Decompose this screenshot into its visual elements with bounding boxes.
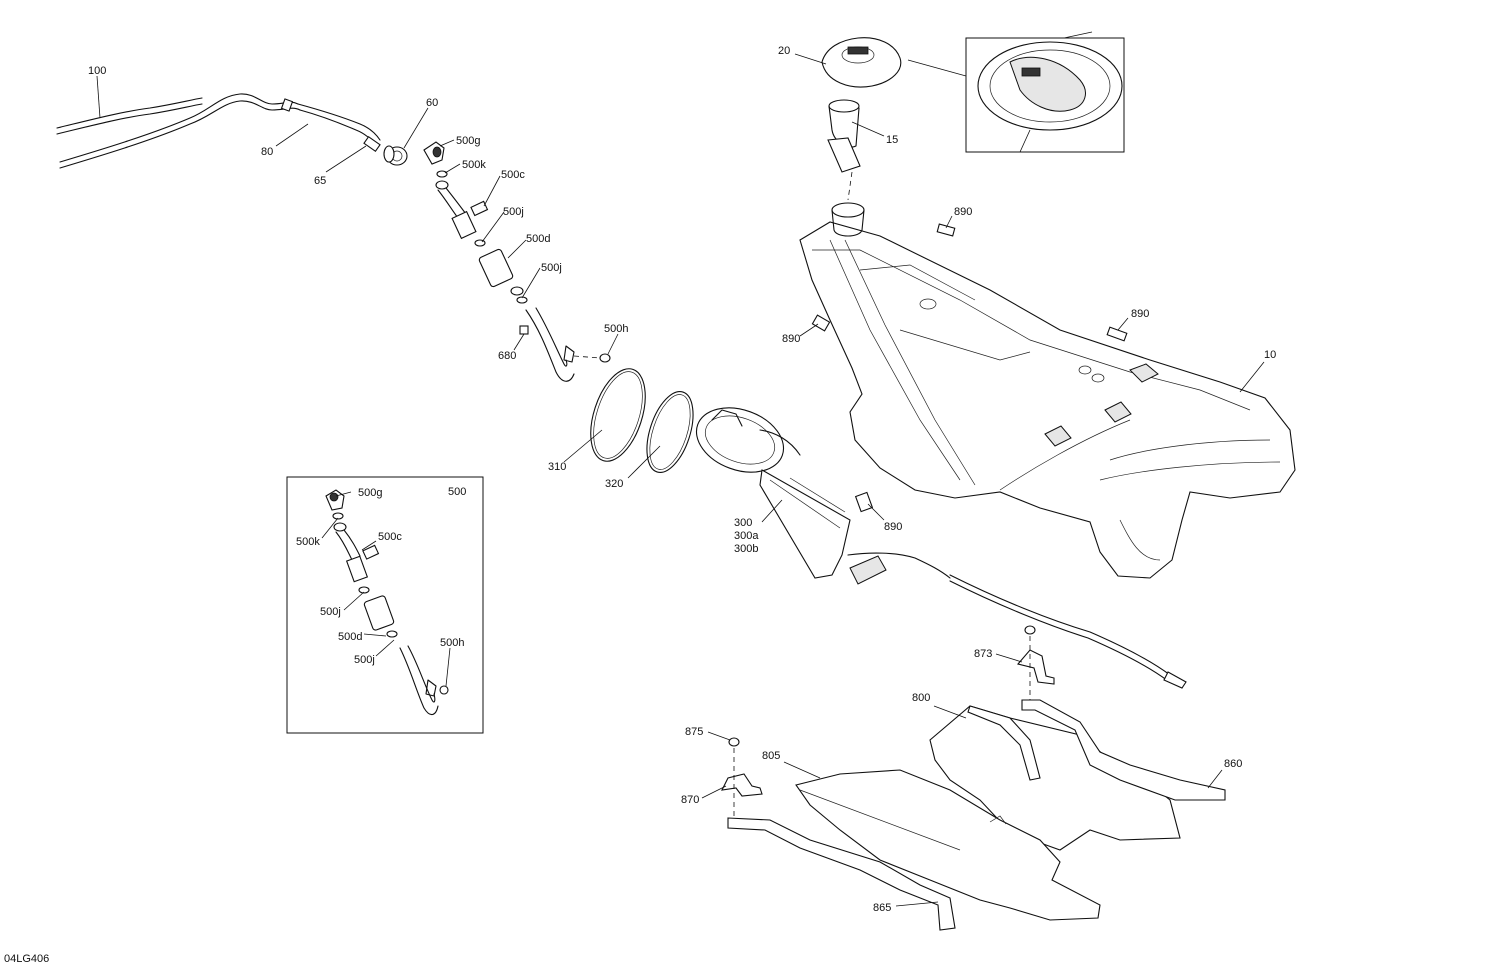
fuel-line-assembly (423, 141, 611, 382)
strap-860 (967, 699, 1226, 801)
callout-80: 80 (261, 146, 273, 158)
strap-865 (727, 817, 956, 931)
callout-320: 320 (605, 478, 623, 490)
spacer-890-b (811, 314, 831, 332)
inset-callout-500c: 500c (378, 531, 402, 543)
bracket-873 (1017, 625, 1055, 700)
callout-300: 300 (734, 517, 752, 529)
callout-800: 800 (912, 692, 930, 704)
o-ring-310 (590, 368, 646, 462)
callout-60: 60 (426, 97, 438, 109)
callout-865: 865 (873, 902, 891, 914)
leader-lines (96, 53, 1265, 907)
callout-65: 65 (314, 175, 326, 187)
inset-callout-500h: 500h (440, 637, 464, 649)
fuel-line-detail-inset (286, 476, 484, 734)
cap-detail-inset (907, 31, 1125, 153)
callout-890-top: 890 (954, 206, 972, 218)
callout-300a: 300a (734, 530, 759, 542)
callout-500h: 500h (604, 323, 628, 335)
inset-callout-500j-lower: 500j (354, 654, 375, 666)
callout-500g: 500g (456, 135, 480, 147)
callout-500j-lower: 500j (541, 262, 562, 274)
inset-callout-500j-upper: 500j (320, 606, 341, 618)
skid-plate-805 (795, 769, 1101, 921)
figure-code: 04LG406 (4, 953, 49, 965)
callout-15: 15 (886, 134, 898, 146)
callout-500j-upper: 500j (503, 206, 524, 218)
callout-100: 100 (88, 65, 106, 77)
callout-680: 680 (498, 350, 516, 362)
spacer-890-a (936, 223, 956, 237)
callout-870: 870 (681, 794, 699, 806)
callout-890-left: 890 (782, 333, 800, 345)
callout-500d: 500d (526, 233, 550, 245)
callout-875: 875 (685, 726, 703, 738)
inset-callout-500g: 500g (358, 487, 382, 499)
fitting-65 (363, 135, 381, 153)
grommet-60 (383, 145, 408, 166)
callout-300b: 300b (734, 543, 758, 555)
fuel-tank-10 (799, 202, 1296, 579)
filler-neck-15 (827, 99, 861, 201)
o-ring-320 (646, 391, 694, 473)
inset-callout-500d: 500d (338, 631, 362, 643)
vent-hose-80 (280, 98, 381, 147)
bracket-870 (721, 737, 763, 820)
callout-310: 310 (548, 461, 566, 473)
callout-labels: 100 80 65 60 500g 500k 500c 500j 500d 50… (4, 45, 1276, 965)
callout-500c: 500c (501, 169, 525, 181)
fuel-cap-20 (821, 37, 902, 88)
inset-title-500: 500 (448, 486, 466, 498)
fuel-pump-module-300 (695, 407, 1187, 689)
spacer-890-d (854, 491, 874, 513)
callout-500k: 500k (462, 159, 486, 171)
inset-callout-500k: 500k (296, 536, 320, 548)
callout-890-bottom: 890 (884, 521, 902, 533)
callout-860: 860 (1224, 758, 1242, 770)
callout-805: 805 (762, 750, 780, 762)
vent-hose-100 (56, 93, 301, 169)
heat-shield-800 (929, 705, 1181, 851)
spacer-890-c (1106, 326, 1128, 342)
callout-20: 20 (778, 45, 790, 57)
callout-10: 10 (1264, 349, 1276, 361)
callout-873: 873 (974, 648, 992, 660)
callout-890-right: 890 (1131, 308, 1149, 320)
